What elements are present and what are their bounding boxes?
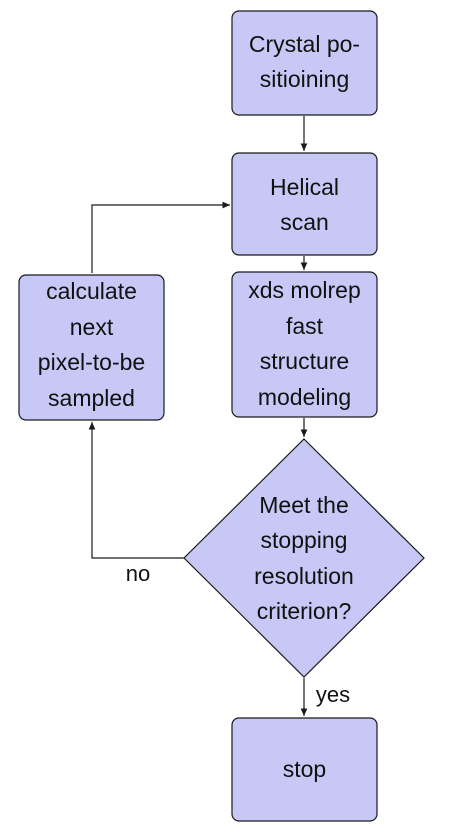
node-calculate-next: calculate next pixel-to-be sampled bbox=[18, 274, 165, 421]
edge-decision-to-calculate bbox=[88, 422, 184, 559]
edge-label-no: no bbox=[126, 561, 150, 586]
node-helical-scan: Helical scan bbox=[231, 152, 378, 256]
node-xds-molrep: xds molrep fast structure modeling bbox=[231, 271, 378, 418]
node-decision-line2: stopping bbox=[261, 527, 348, 553]
node-decision-line3: resolution bbox=[254, 563, 354, 589]
node-calculate-next-line1: calculate bbox=[46, 278, 137, 304]
node-stop-box bbox=[231, 717, 378, 822]
edge-label-yes: yes bbox=[316, 682, 350, 707]
node-decision-line4: criterion? bbox=[257, 598, 352, 624]
node-xds-molrep-line3: structure bbox=[260, 348, 349, 374]
node-decision-line1: Meet the bbox=[259, 492, 349, 518]
node-xds-molrep-line2: fast bbox=[286, 313, 324, 339]
node-helical-scan-box bbox=[231, 152, 378, 256]
node-calculate-next-line3: pixel-to-be bbox=[38, 349, 145, 375]
node-xds-molrep-line4: modeling bbox=[258, 384, 351, 410]
node-stop: stop bbox=[231, 717, 378, 822]
node-calculate-next-line2: next bbox=[70, 314, 114, 340]
node-decision: Meet the stopping resolution criterion? bbox=[183, 438, 425, 678]
node-crystal-positioning: Crystal po- sitioining bbox=[231, 10, 378, 116]
node-calculate-next-line4: sampled bbox=[48, 385, 135, 411]
node-xds-molrep-box bbox=[231, 271, 378, 418]
edges bbox=[88, 116, 308, 716]
node-helical-scan-line2: scan bbox=[280, 209, 329, 235]
node-calculate-next-box bbox=[18, 274, 165, 421]
node-crystal-positioning-line1: Crystal po- bbox=[249, 31, 360, 57]
edge-calculate-to-helical bbox=[91, 201, 230, 273]
node-stop-label: stop bbox=[283, 756, 326, 782]
node-xds-molrep-line1: xds molrep bbox=[248, 277, 360, 303]
node-crystal-positioning-line2: sitioining bbox=[260, 66, 350, 92]
node-helical-scan-line1: Helical bbox=[270, 174, 339, 200]
node-decision-diamond bbox=[183, 438, 425, 678]
node-crystal-positioning-box bbox=[231, 10, 378, 116]
